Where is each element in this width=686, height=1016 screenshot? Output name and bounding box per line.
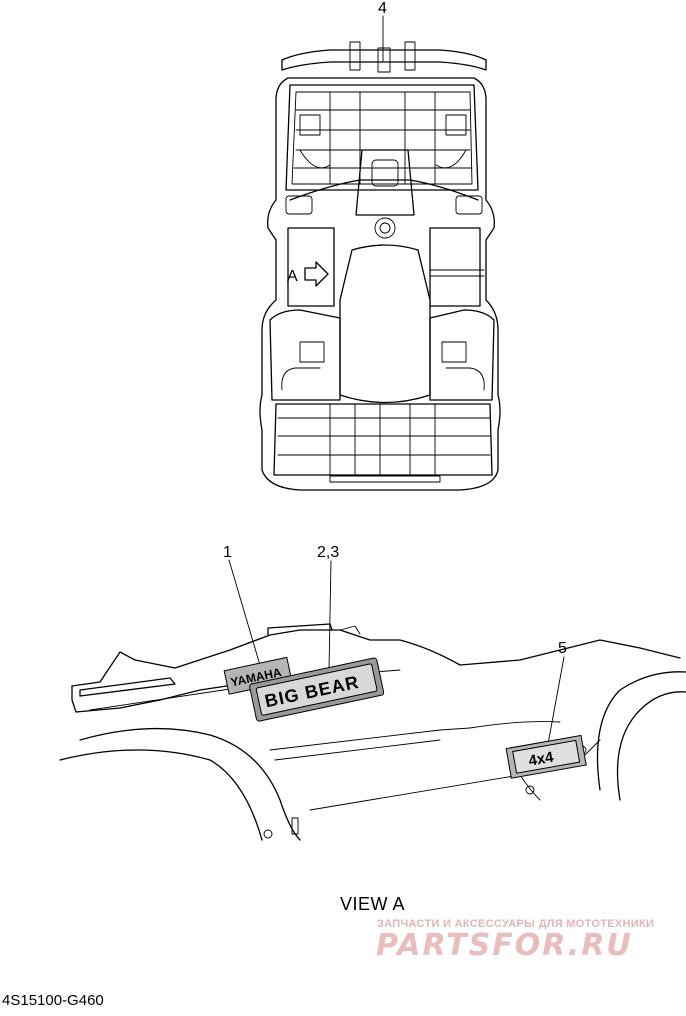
front-rack-mount: [446, 115, 466, 135]
callout-4: 4: [378, 0, 387, 17]
fuel-cap: [375, 218, 395, 238]
side-panel-line: [275, 740, 440, 760]
bumper-mount-right: [405, 42, 415, 70]
instrument-cluster: [372, 160, 398, 186]
rear-rack: [274, 404, 492, 475]
view-a-marker: A: [287, 268, 298, 285]
rear-wheel-well: [598, 672, 686, 790]
seat: [340, 245, 430, 403]
rear-fender-curve-left: [282, 368, 320, 390]
front-wheel-well: [80, 729, 300, 840]
front-rack-inner: [292, 92, 472, 184]
bumper-center-bracket: [378, 48, 390, 72]
diagram-code: 4S15100-G460: [2, 992, 104, 1009]
rear-fender-line: [470, 722, 560, 728]
rear-fender-left: [270, 310, 340, 400]
callout-1-leader: [229, 560, 262, 672]
rear-fender-curve-right: [446, 368, 484, 390]
front-fender-curve-left: [300, 150, 330, 168]
rear-wheel-well-inner: [618, 692, 686, 800]
watermark-logo: PARTSFOR.RU: [376, 928, 633, 963]
fastener: [264, 830, 272, 838]
side-panel-line: [270, 728, 470, 750]
view-a-label: VIEW A: [340, 894, 405, 915]
rear-bumper-bar: [330, 476, 440, 482]
callout-2-3-leader: [329, 561, 331, 670]
atv-top-view: 4 A: [260, 0, 500, 490]
left-side-panel: [288, 228, 334, 306]
footrest-left: [300, 342, 324, 362]
fender-front-strip: [80, 678, 175, 696]
front-wheel-well-inner: [60, 750, 262, 840]
callout-1: 1: [223, 544, 232, 561]
front-rack: [286, 85, 478, 190]
front-bumper: [282, 50, 486, 70]
fastener: [526, 786, 534, 794]
decal-4x4: 4x4: [506, 735, 586, 778]
right-grip: [456, 196, 482, 214]
view-a-detail: 1 2,3 5 YAMAHA: [60, 544, 686, 840]
left-grip: [286, 196, 312, 214]
bumper-mount-left: [350, 42, 360, 70]
footrest-right: [442, 342, 466, 362]
fuel-cap-center: [380, 223, 390, 233]
front-rack-mount: [300, 115, 320, 135]
callout-2-3: 2,3: [317, 544, 339, 561]
front-fender-curve-right: [436, 150, 466, 168]
view-a-arrow-icon: [305, 262, 328, 286]
callout-5-leader: [548, 657, 564, 744]
right-side-panel: [430, 228, 480, 306]
floorboard-corner: [520, 775, 540, 800]
